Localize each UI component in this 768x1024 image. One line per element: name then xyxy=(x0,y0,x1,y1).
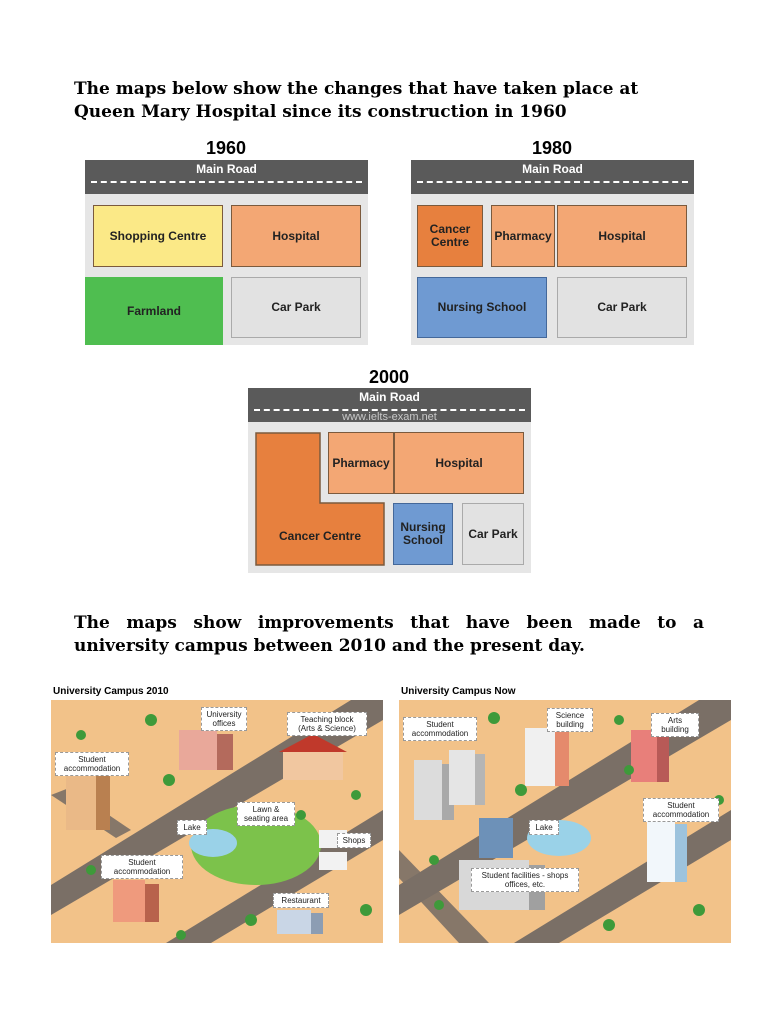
campus-now-map: Student accommodation Science building A… xyxy=(399,700,731,943)
block-nursing-school: Nursing School xyxy=(417,277,547,338)
arts-building xyxy=(631,730,669,782)
map-1960: Main Road Shopping Centre Hospital Farml… xyxy=(85,160,368,345)
watermark: www.ielts-exam.net xyxy=(342,411,437,423)
science-building xyxy=(525,728,569,786)
block-car-park: Car Park xyxy=(231,277,361,338)
student-accommodation-buildings xyxy=(414,750,485,820)
campus-2010-title: University Campus 2010 xyxy=(53,686,169,697)
intro-heading-campus: The maps show improvements that have bee… xyxy=(74,613,704,656)
intro-heading-hospital: The maps below show the changes that hav… xyxy=(74,79,639,122)
label-student-accommodation-right: Student accommodation xyxy=(643,798,719,822)
campus-2010-scene xyxy=(51,700,383,943)
student-accommodation-building xyxy=(66,770,110,830)
label-student-accommodation-2: Student accommodation xyxy=(101,855,183,879)
label-teaching-block: Teaching block (Arts & Science) xyxy=(287,712,367,736)
block-cancer-centre-label: Cancer Centre xyxy=(278,529,362,543)
year-label-1960: 1960 xyxy=(205,138,247,158)
block-cancer-centre: Cancer Centre xyxy=(417,205,483,267)
block-hospital: Hospital xyxy=(557,205,687,267)
main-road-label: Main Road xyxy=(196,162,257,176)
label-lake: Lake xyxy=(177,820,207,835)
main-road: Main Road xyxy=(248,388,531,422)
block-shopping-centre: Shopping Centre xyxy=(93,205,223,267)
block-nursing-school: Nursing School xyxy=(393,503,453,565)
student-accommodation-building-2 xyxy=(113,880,159,922)
year-label-1980: 1980 xyxy=(531,138,573,158)
map-1980: Main Road Cancer Centre Pharmacy Hospita… xyxy=(411,160,694,345)
year-label-2000: 2000 xyxy=(368,367,410,387)
campus-now-scene xyxy=(399,700,731,943)
main-road: Main Road xyxy=(411,160,694,194)
cancer-centre-l-shape xyxy=(255,432,385,566)
road-markings xyxy=(254,409,525,411)
main-road-label: Main Road xyxy=(359,390,420,404)
label-arts-building: Arts building xyxy=(651,713,699,737)
label-student-accommodation: Student accommodation xyxy=(403,717,477,741)
map-2000: Main Road www.ielts-exam.net Cancer Cent… xyxy=(248,388,531,573)
main-road: Main Road xyxy=(85,160,368,194)
road-markings xyxy=(91,181,362,183)
label-student-accommodation: Student accommodation xyxy=(55,752,129,776)
label-shops: Shops xyxy=(337,833,371,848)
student-accommodation-building-right xyxy=(647,820,687,882)
label-university-offices: University offices xyxy=(201,707,247,731)
road-markings xyxy=(417,181,688,183)
label-lake: Lake xyxy=(529,820,559,835)
label-science-building: Science building xyxy=(547,708,593,732)
block-farmland: Farmland xyxy=(85,277,223,345)
block-pharmacy: Pharmacy xyxy=(328,432,394,494)
campus-now-title: University Campus Now xyxy=(401,686,516,697)
block-hospital: Hospital xyxy=(231,205,361,267)
block-car-park: Car Park xyxy=(557,277,687,338)
university-offices-building xyxy=(179,730,233,770)
label-restaurant: Restaurant xyxy=(273,893,329,908)
block-pharmacy: Pharmacy xyxy=(491,205,555,267)
main-road-label: Main Road xyxy=(522,162,583,176)
label-student-facilities: Student facilities - shops offices, etc. xyxy=(471,868,579,892)
restaurant-building xyxy=(277,910,323,934)
label-lawn-seating: Lawn & seating area xyxy=(237,802,295,826)
block-hospital: Hospital xyxy=(394,432,524,494)
campus-2010-map: University offices Teaching block (Arts … xyxy=(51,700,383,943)
teaching-block-building xyxy=(279,734,347,780)
block-car-park: Car Park xyxy=(462,503,524,565)
